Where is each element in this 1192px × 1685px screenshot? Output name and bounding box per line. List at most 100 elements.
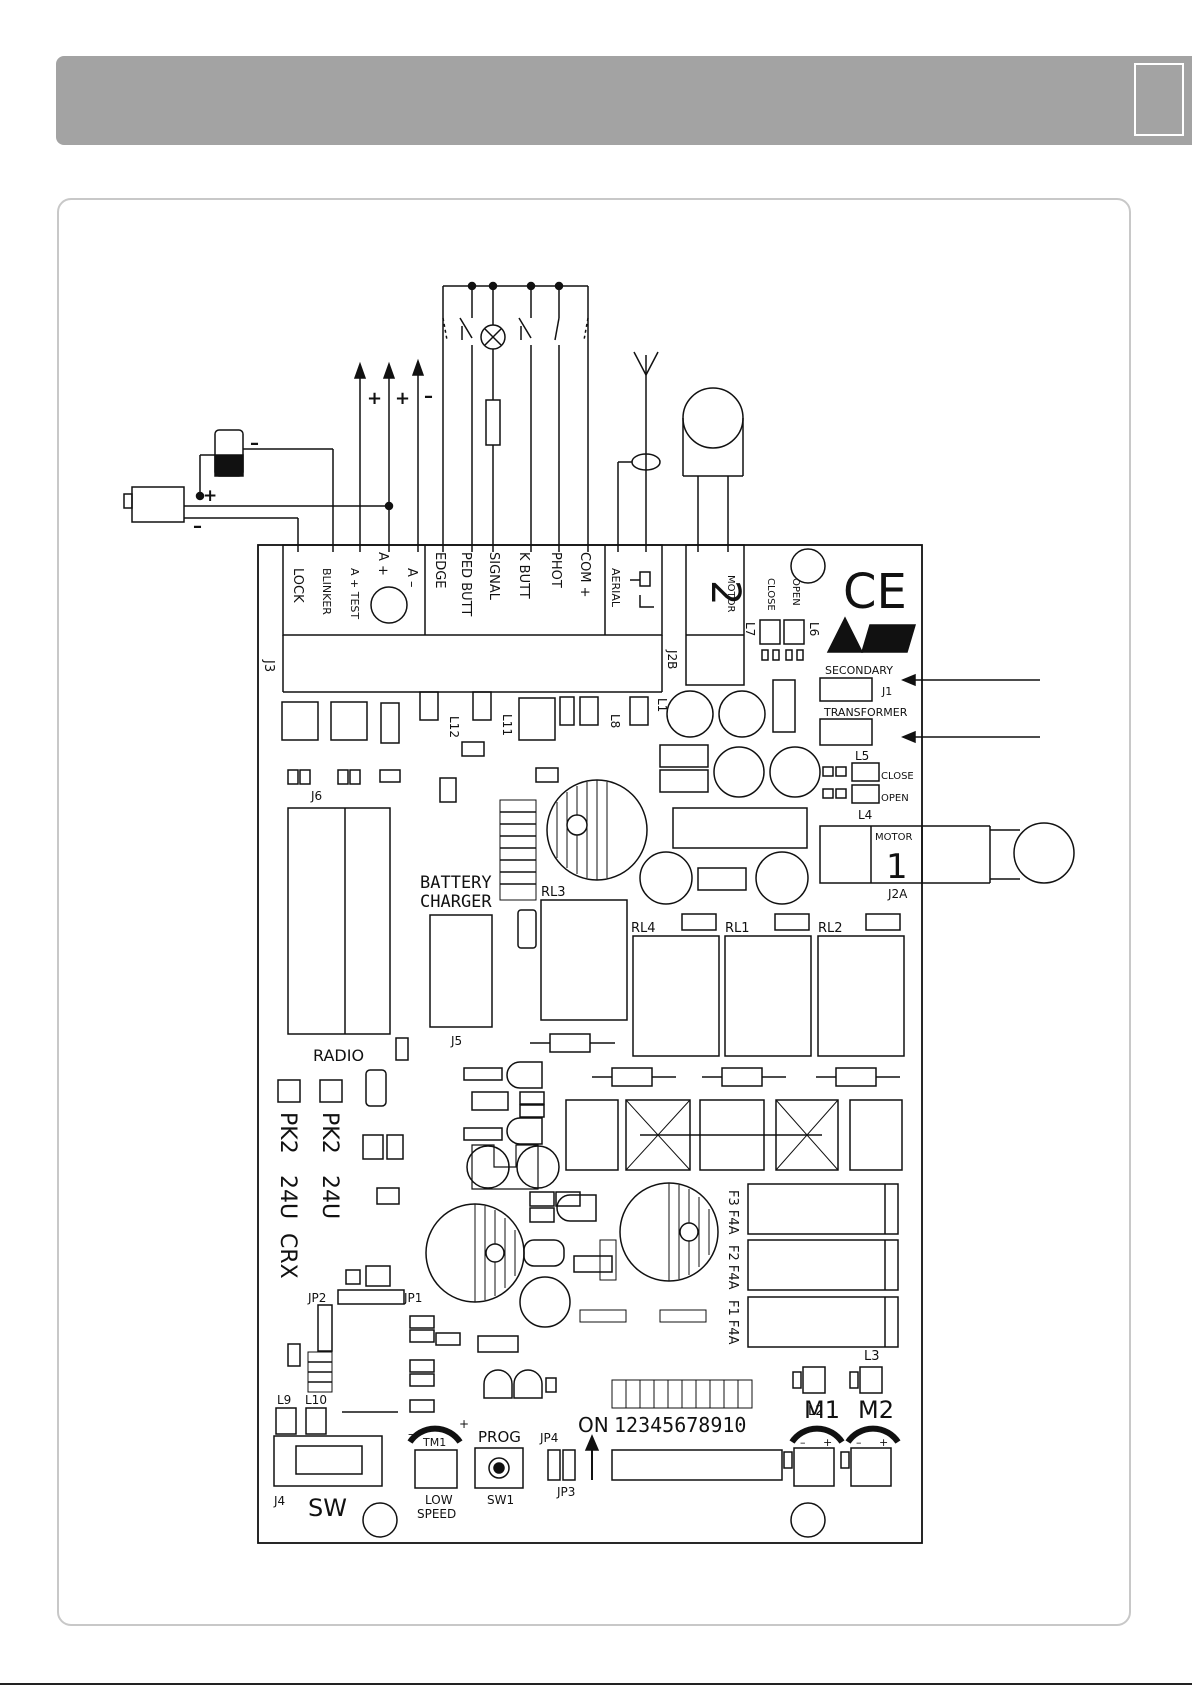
speed-label: SPEED (417, 1507, 456, 1521)
led-close-label-right: CLOSE (881, 771, 914, 782)
led-open-label-right: OPEN (881, 793, 909, 804)
mounting-hole-bottom-left (362, 1502, 398, 1538)
j2b-label: J2B (665, 649, 679, 669)
led-l3 (859, 1366, 883, 1394)
motor2-label: MOTOR (725, 575, 736, 612)
led-l1-label: L1 (655, 698, 669, 712)
motor1-icon (1013, 822, 1075, 884)
led-l10 (305, 1407, 327, 1435)
prog-button (474, 1447, 524, 1489)
pk2-crx-line1: PK2 (275, 1112, 300, 1154)
relay-rl4 (632, 935, 720, 1057)
dip-numbers: 12345678910 (614, 1413, 746, 1437)
wire-minus-sign: – (424, 386, 433, 407)
fuse-f3-label: F3 F4A (725, 1190, 740, 1235)
junction-dot (195, 491, 205, 501)
relay-rl2 (817, 935, 905, 1057)
motor1-label: MOTOR (875, 832, 912, 843)
pk2-crx-line3: CRX (275, 1233, 300, 1279)
rl4-label: RL4 (631, 921, 656, 936)
led-l7-label: L7 (743, 622, 757, 636)
jp1-label: JP1 (403, 1291, 422, 1305)
lock-plus-sign: + (203, 486, 217, 506)
tm1-label: TM1 (422, 1436, 446, 1449)
rl2-label: RL2 (818, 921, 843, 936)
aerial-connector-icon (630, 571, 654, 608)
diagram-frame (57, 198, 1131, 1626)
led-l7 (759, 619, 781, 645)
up-arrow-icon (584, 1434, 600, 1451)
jp4-label: JP4 (539, 1431, 558, 1445)
page-bottom-rule (0, 1683, 1192, 1685)
terminal-a-plus: A + (375, 552, 390, 576)
charger-label: CHARGER (420, 892, 492, 912)
terminal-k-butt: K BUTT (516, 552, 531, 599)
tm1-trimmer (414, 1449, 458, 1489)
led-open-label-top: OPEN (790, 578, 801, 606)
dip-switch[interactable] (611, 1449, 783, 1481)
j6-label: J6 (310, 789, 322, 803)
pk2-crx-line2: 24U (275, 1175, 300, 1219)
secondary-connector (819, 677, 873, 702)
lock-minus-sign: – (193, 516, 202, 537)
pk2-line1: PK2 (317, 1112, 342, 1154)
pk2-line2: 24U (317, 1175, 342, 1219)
terminal-edge: EDGE (432, 552, 447, 589)
terminal-a-minus: A – (404, 568, 419, 588)
wire-plus-sign-2: + (395, 388, 410, 409)
motor2-number: 2 (702, 580, 748, 605)
low-label: LOW (425, 1493, 453, 1507)
led-l11-label: L11 (500, 714, 514, 736)
electric-lock-icon (131, 486, 185, 523)
tm1-plus: + (459, 1417, 469, 1431)
j4-label: J4 (273, 1494, 285, 1508)
j1-label: J1 (881, 685, 892, 698)
led-l3-label: L3 (864, 1349, 880, 1364)
rl3-label: RL3 (541, 885, 566, 900)
fuse-f2 (747, 1239, 899, 1291)
m2-minus: – (856, 1436, 862, 1449)
terminal-phot: PHOT (548, 552, 563, 588)
sw1-label: SW1 (487, 1493, 514, 1507)
terminal-a-test: A + TEST (348, 568, 361, 619)
radio-label: RADIO (313, 1046, 364, 1065)
relay-rl1 (724, 935, 812, 1057)
led-l9 (275, 1407, 297, 1435)
fuse-f1-label: F1 F4A (725, 1300, 740, 1345)
fuse-f1 (747, 1296, 899, 1348)
led-l9-label: L9 (277, 1393, 291, 1407)
j4-connector (273, 1435, 383, 1487)
blinker-minus-sign: – (250, 433, 259, 454)
m1-label: M1 (804, 1396, 840, 1424)
m2-plus: + (879, 1436, 888, 1449)
motor2-terminal-block (685, 544, 745, 686)
terminal-blinker: BLINKER (320, 568, 333, 615)
header-bar (56, 56, 1134, 145)
jp1-jumper (337, 1289, 405, 1305)
terminal-com-plus: COM + (577, 552, 592, 598)
led-l12-label: L12 (447, 716, 461, 738)
m2-trimmer (850, 1447, 892, 1487)
motor1-number: 1 (886, 847, 908, 887)
m2-label: M2 (858, 1396, 894, 1424)
junction-dot (384, 501, 394, 511)
led-l2 (802, 1366, 826, 1394)
m1-trimmer (793, 1447, 835, 1487)
led-l6-label: L6 (807, 622, 821, 636)
transformer-connector (819, 718, 873, 746)
m1-minus: – (800, 1436, 806, 1449)
fuse-f3 (747, 1183, 899, 1235)
j5-label: J5 (450, 1034, 462, 1048)
radio-connector (287, 807, 391, 1035)
sw-label: SW (308, 1494, 347, 1522)
tm1-minus: – (408, 1427, 414, 1441)
relay-rl3 (540, 899, 628, 1021)
m1-plus: + (823, 1436, 832, 1449)
page-number-tab (1134, 63, 1184, 136)
mounting-hole-bottom-right (790, 1502, 826, 1538)
m1-scale-icon (789, 1425, 845, 1444)
led-l6 (783, 619, 805, 645)
j2a-label: J2A (887, 887, 908, 901)
mounting-hole-top (790, 548, 826, 584)
